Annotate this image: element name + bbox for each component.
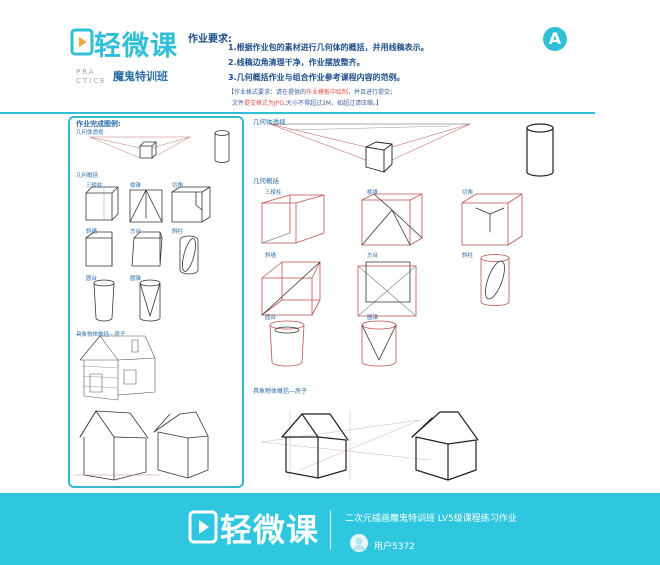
sample-pyramid [129, 189, 163, 223]
sample-house-detailed [79, 335, 156, 401]
sample-frustum [131, 231, 163, 267]
sample-cone-frustum [93, 279, 115, 322]
footer-brand-text: 轻微课 [220, 511, 320, 549]
work-label-cone: 圆锥 [367, 315, 379, 321]
work-label-slanted-cylinder: 斜柱 [462, 253, 474, 259]
logo-play-icon [70, 28, 94, 58]
sample-house-simple-2 [153, 411, 209, 479]
sample-section-geometry: 几何概括 [76, 173, 99, 179]
work-prism [261, 194, 325, 244]
work-label-cut-corner: 切角 [462, 190, 474, 196]
sample-cut-corner [171, 186, 211, 223]
sample-section-perspective: 几何体透视 [76, 130, 104, 136]
sample-perspective-cube [89, 136, 191, 159]
camp-name: 魔鬼特训班 [113, 70, 168, 83]
work-frustum [357, 261, 417, 317]
work-label-frustum: 方台 [367, 253, 379, 259]
work-cone [361, 320, 397, 367]
sample-label-prism: 三棱柱 [86, 183, 103, 189]
user-avatar-icon [350, 534, 368, 552]
sample-label-cut-corner: 切角 [172, 183, 184, 189]
requirements-title: 作业要求: [188, 34, 232, 45]
sample-panel-title: 作业完成图例: [76, 120, 121, 128]
work-cut-corner [461, 193, 523, 246]
sample-label-frustum: 方台 [130, 229, 142, 235]
work-house-1 [281, 413, 349, 479]
header-divider [0, 112, 595, 114]
sample-label-cone-frustum: 圆台 [86, 276, 98, 282]
format-note-line-1: 【作业格式要求：请在提供的作业模板中绘制，并且进行提交； [228, 89, 397, 96]
work-perspective-cube [269, 123, 471, 173]
sample-panel [68, 116, 244, 488]
work-label-slanted-wall: 斜墙 [265, 253, 277, 259]
footer-logo-play-icon [188, 510, 218, 546]
level-badge: A [543, 27, 567, 51]
sample-label-cone: 圆锥 [130, 276, 142, 282]
requirement-item-1: 1.根据作业包的素材进行几何体的概括，并用线稿表示。 [228, 43, 429, 52]
work-label-pyramid: 棱锥 [367, 190, 379, 196]
work-label-prism: 三棱柱 [265, 190, 282, 196]
sample-slanted-wall [85, 231, 113, 267]
format-note-line-2: 文件提交格式为JPG,大小不得超过2M，如超过请压缩。】 [232, 100, 382, 107]
footer-course-title: 二次元插画魔鬼特训班 LV5级课程练习作业 [345, 514, 517, 524]
sample-label-slanted-wall: 斜墙 [86, 229, 98, 235]
work-perspective-cylinder [526, 123, 554, 177]
requirement-item-3: 3.几何概括作业与组合作业参考课程内容的范例。 [228, 73, 405, 82]
sample-slanted-cylinder [179, 235, 199, 275]
sample-perspective-cylinder [214, 130, 230, 163]
work-section-perspective: 几何体透视 [253, 118, 286, 126]
sample-label-pyramid: 棱锥 [130, 183, 142, 189]
work-house-2 [411, 411, 479, 481]
brand-logo-text: 轻微课 [94, 31, 178, 62]
work-slanted-wall [261, 261, 321, 316]
work-section-geometry: 几何概括 [253, 177, 279, 185]
footer-username: 用户5372 [374, 542, 415, 552]
practice-label: PRA CTICE [76, 68, 107, 85]
work-pyramid [361, 193, 423, 246]
work-slanted-cylinder [480, 254, 510, 306]
work-section-house: 具象物体概括—房子 [253, 388, 308, 395]
sample-section-house: 具象物体概括—房子 [76, 332, 126, 338]
sample-prism [85, 186, 119, 221]
requirement-item-2: 2.线稿边角清理干净，作业摆放整齐。 [228, 58, 365, 67]
footer-divider [330, 510, 331, 550]
sample-label-slanted-cylinder: 斜柱 [172, 229, 184, 235]
work-label-cone-frustum: 圆台 [265, 315, 277, 321]
sample-house-simple-1 [74, 410, 161, 481]
sample-cone [139, 279, 161, 322]
work-cone-frustum [269, 320, 305, 367]
